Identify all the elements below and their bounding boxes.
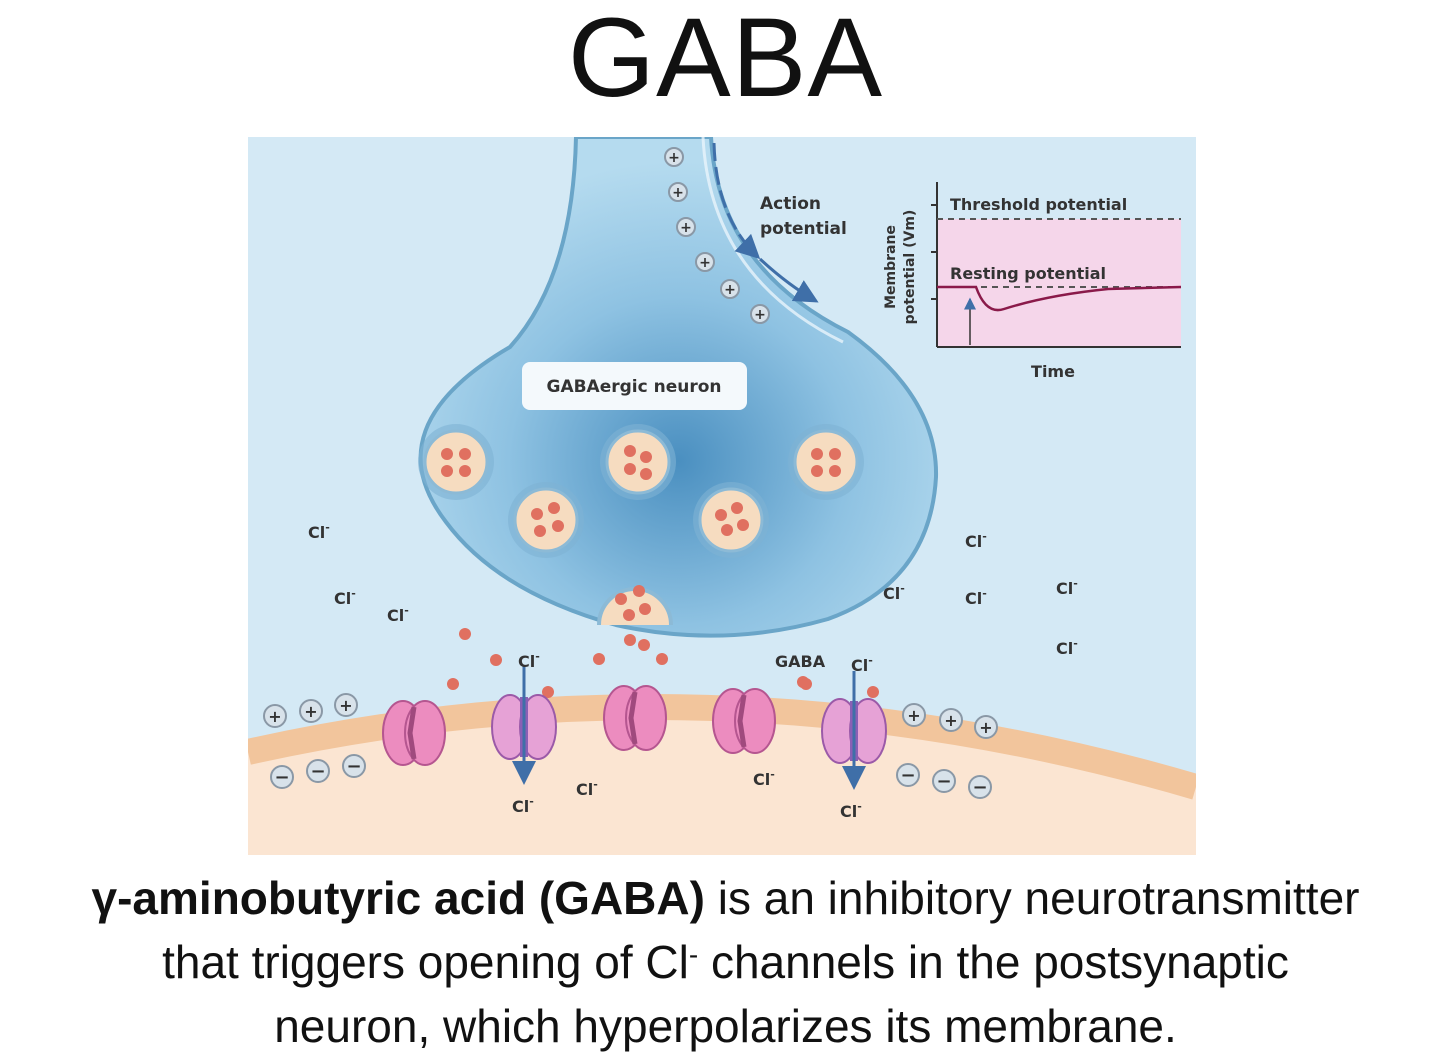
graph-ylabel: Membrane [883,225,899,309]
caption-line-2-after: channels in the postsynaptic [698,936,1289,988]
chloride-ion: Cl- [308,521,330,542]
chloride-ion: Cl- [965,587,987,608]
chloride-ion: Cl- [518,650,540,671]
minus-sign: − [346,756,361,777]
chloride-ion: Cl- [512,795,534,816]
resting-label: Resting potential [950,264,1106,283]
plus-sign: + [339,696,352,715]
caption-line-1: γ-aminobutyric acid (GABA) is an inhibit… [0,866,1451,930]
caption-line-2: that triggers opening of Cl- channels in… [0,930,1451,994]
chloride-labels: Cl- Cl- Cl- Cl- Cl- Cl- Cl- Cl- Cl- Cl- … [308,521,1078,821]
synaptic-vesicle [508,482,584,558]
minus-sign: − [936,771,951,792]
chloride-ion: Cl- [883,582,905,603]
threshold-label: Threshold potential [950,195,1127,214]
minus-sign: − [274,767,289,788]
fusing-vesicle [597,585,673,626]
chloride-channel [603,685,667,751]
plus-sign: + [724,282,736,298]
chloride-ion: Cl- [965,530,987,551]
chloride-ion: Cl- [576,778,598,799]
action-potential-arrow [712,142,761,260]
axon-positive-ions: + + + + + + [664,147,770,324]
graph-xlabel: Time [1031,362,1075,381]
plus-sign: + [304,702,317,721]
membrane-negative-ions: − − − − − − [270,754,992,799]
chloride-ion: Cl- [334,587,356,608]
page-title: GABA [567,0,884,120]
gaba-molecule [800,678,812,690]
graph-ylabel: potential (Vm) [902,210,918,325]
action-potential-label: potential [760,219,847,239]
membrane-positive-ions: + + + + + + [263,693,998,739]
chloride-ion: Cl- [387,604,409,625]
neuron-label: GABAergic neuron [546,377,721,397]
minus-sign: − [900,765,915,786]
vesicle-group [418,424,864,626]
action-potential-label: Action [760,194,821,214]
chloride-ion: Cl- [1056,577,1078,598]
plus-sign: + [699,255,711,271]
membrane-potential-graph: Threshold potential Resting potential Ti… [883,182,1182,381]
plus-sign: + [754,307,766,323]
chloride-channel [382,700,446,766]
caption-bold: γ-aminobutyric acid (GABA) [91,872,705,924]
action-potential-arrow [758,257,819,303]
caption-chloride-charge: - [688,939,699,970]
minus-sign: − [310,761,325,782]
graph-hyperpolarized-region [937,219,1181,347]
chloride-channel-open [491,694,557,760]
potential-trace [937,285,1182,312]
minus-sign: − [972,777,987,798]
plus-sign: + [268,707,281,726]
plus-sign: + [672,185,684,201]
plus-sign: + [907,706,920,725]
synaptic-vesicle [600,424,676,500]
synaptic-vesicle [788,424,864,500]
caption-line-3: neuron, which hyperpolarizes its membran… [274,1000,1177,1052]
chloride-ion: Cl- [1056,637,1078,658]
plus-sign: + [668,150,680,166]
plus-sign: + [979,718,992,737]
gaba-molecule-label: GABA [775,652,826,671]
gaba-molecules [447,628,879,698]
chloride-ion: Cl- [851,654,873,675]
chloride-ion: Cl- [840,800,862,821]
chloride-channel [712,688,776,754]
chloride-ion: Cl- [753,768,775,789]
caption-line-1-rest: is an inhibitory neurotransmitter [704,872,1360,924]
caption-line-2-before: that triggers opening of Cl [162,936,689,988]
synaptic-vesicle [418,424,494,500]
plus-sign: + [944,711,957,730]
synapse-diagram: GABAergic neuron [248,137,1196,855]
neuron-label-box [522,362,747,410]
caption: γ-aminobutyric acid (GABA) is an inhibit… [0,866,1451,1058]
synaptic-vesicle [693,482,769,558]
plus-sign: + [680,220,692,236]
